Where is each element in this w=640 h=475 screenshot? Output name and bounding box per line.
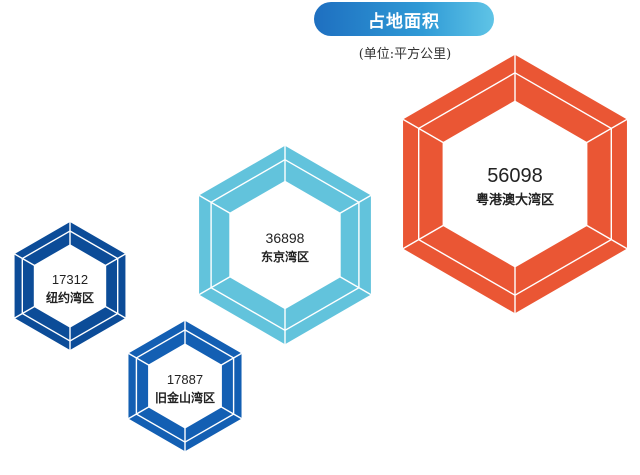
region-label: 东京湾区 — [261, 249, 309, 264]
hexagon-spoke — [105, 305, 126, 319]
hexagon-spoke — [105, 253, 126, 267]
hexagon-ring — [14, 222, 126, 350]
value-label: 56098 — [487, 165, 543, 187]
hexagon-spoke — [128, 406, 150, 420]
hexagon-spoke — [402, 118, 444, 144]
region-label: 粤港澳大湾区 — [476, 192, 554, 208]
hexagon-4: 56098 粤港澳大湾区 — [402, 54, 628, 314]
hexagon-spoke — [586, 118, 628, 144]
hexagon-spoke — [14, 305, 35, 319]
hexagon-spoke — [128, 352, 150, 366]
hexagon-3: 36898 东京湾区 — [198, 145, 372, 345]
hexagon-spoke — [198, 194, 231, 214]
hexagon-ring — [403, 54, 627, 314]
hexagon-spoke — [14, 253, 35, 267]
value-label: 36898 — [266, 230, 305, 246]
chart-title: 占地面积 — [368, 11, 440, 32]
hexagon-spoke — [339, 194, 372, 214]
region-label: 纽约湾区 — [46, 290, 94, 305]
hexagon-spoke — [198, 276, 231, 296]
hexagon-spoke — [402, 224, 444, 250]
hexagon-spoke — [586, 224, 628, 250]
hexagon-spoke — [220, 406, 242, 420]
hexagon-1: 17312 纽约湾区 — [14, 222, 126, 350]
region-label: 旧金山湾区 — [155, 390, 215, 405]
hexagon-ring — [128, 320, 242, 452]
title-pill: 占地面积 — [314, 2, 494, 36]
value-label: 17887 — [167, 372, 203, 387]
hexagon-spoke — [339, 276, 372, 296]
value-label: 17312 — [52, 272, 88, 287]
hexagon-spoke — [220, 352, 242, 366]
unit-label: (单位:平方公里) — [358, 47, 452, 62]
hexagon-ring — [199, 145, 371, 345]
hexagon-2: 17887 旧金山湾区 — [128, 320, 242, 452]
